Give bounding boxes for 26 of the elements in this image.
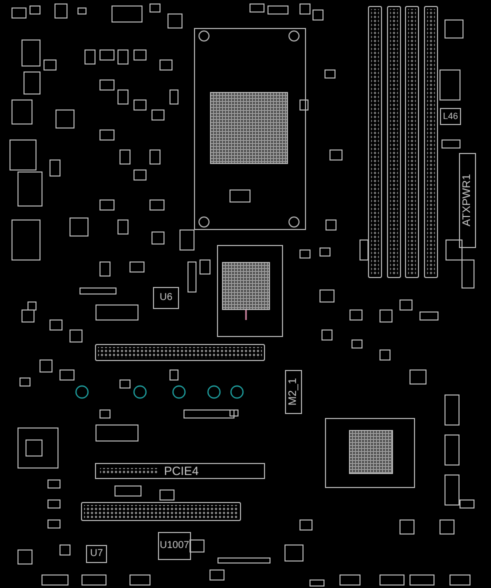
part-label: PCIE4 bbox=[163, 465, 199, 477]
socket-outline bbox=[217, 245, 283, 337]
chip-pad-grid bbox=[349, 430, 393, 474]
part-label: U6 bbox=[160, 293, 172, 303]
socket-outline bbox=[194, 28, 306, 230]
expansion-slot bbox=[81, 502, 241, 521]
expansion-slot bbox=[95, 344, 265, 361]
chip-pad-grid bbox=[222, 262, 270, 310]
part-label: U1007 bbox=[160, 541, 190, 551]
connector-outline bbox=[285, 370, 302, 414]
expansion-slot bbox=[95, 463, 265, 479]
memory-slot bbox=[368, 6, 382, 278]
socket-outline bbox=[325, 418, 415, 488]
chip-outline bbox=[158, 532, 191, 560]
part-label: M2_1 bbox=[288, 378, 299, 406]
part-label: ATXPWR1 bbox=[462, 174, 473, 227]
memory-slot bbox=[424, 6, 438, 278]
part-label: L46 bbox=[442, 112, 458, 121]
chip-outline bbox=[153, 287, 179, 309]
chip-pad-grid bbox=[210, 92, 288, 164]
chip-outline bbox=[86, 545, 107, 563]
part-label: U7 bbox=[90, 549, 103, 559]
chip-outline bbox=[440, 108, 461, 125]
memory-slot bbox=[387, 6, 401, 278]
memory-slot bbox=[405, 6, 419, 278]
connector-outline bbox=[459, 153, 476, 248]
